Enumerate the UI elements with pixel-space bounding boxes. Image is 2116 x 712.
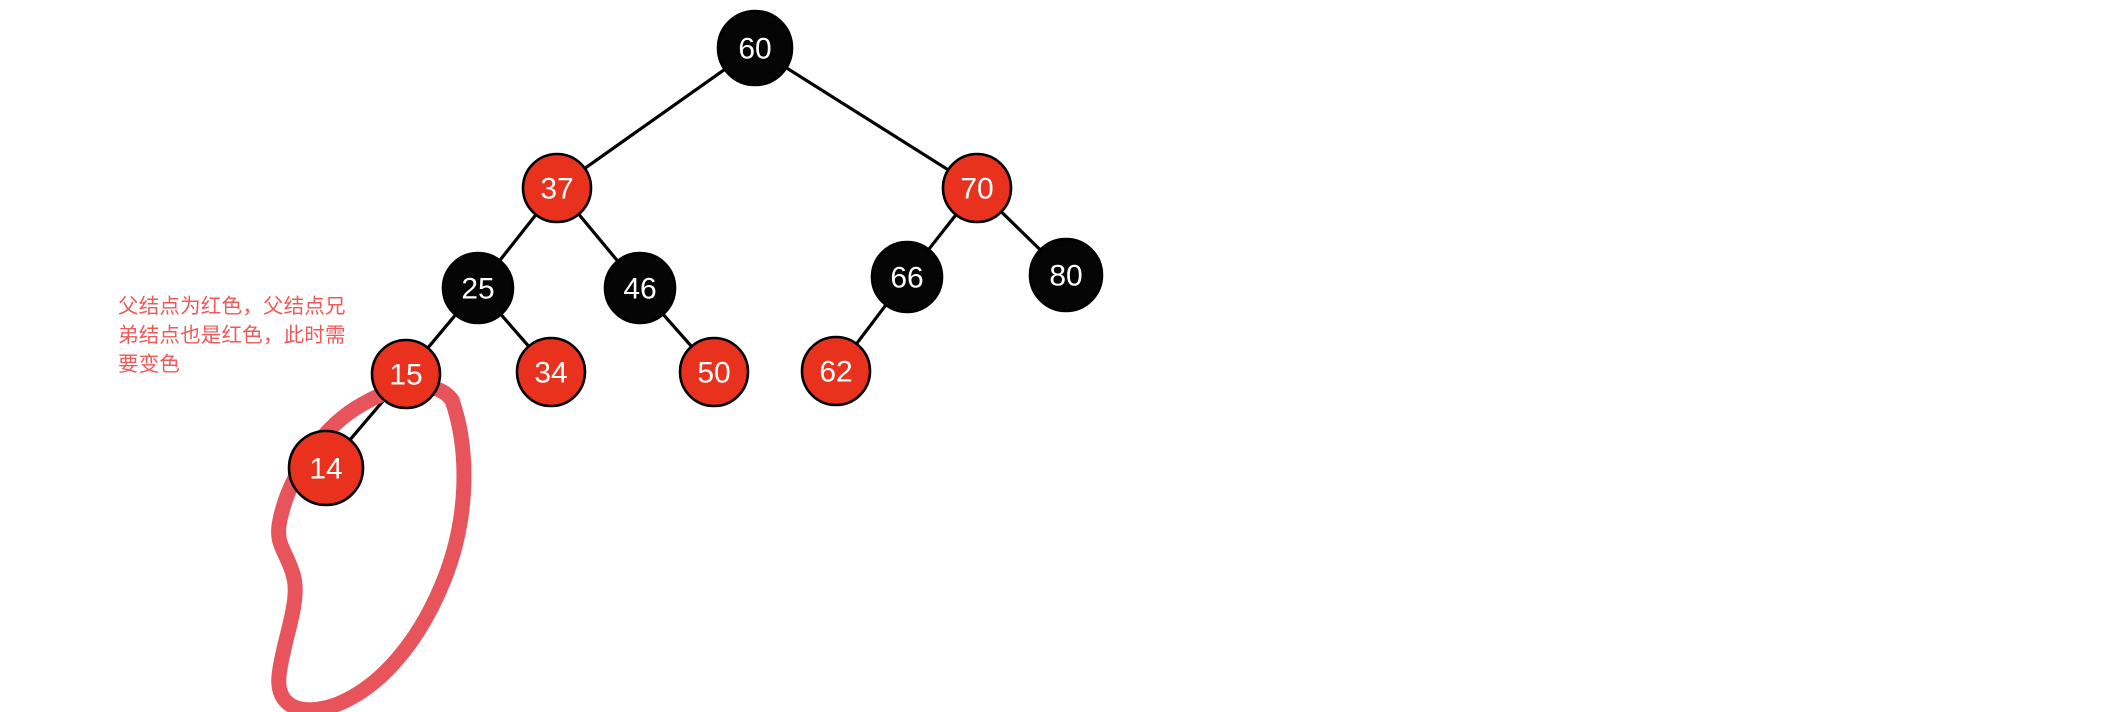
tree-node-70[interactable]: 70 [941, 152, 1013, 224]
node-label-60: 60 [738, 33, 771, 66]
node-label-14: 14 [309, 453, 342, 486]
tree-node-25[interactable]: 25 [441, 251, 515, 325]
tree-edge-60-37 [581, 66, 729, 172]
tree-edge-70-66 [925, 211, 959, 253]
tree-node-50[interactable]: 50 [678, 336, 750, 408]
tree-edge-37-25 [496, 211, 539, 264]
node-circle-46 [603, 251, 677, 325]
tree-node-60[interactable]: 60 [716, 9, 794, 87]
node-label-50: 50 [697, 357, 730, 390]
tree-edge-66-62 [853, 301, 889, 348]
node-circle-80 [1028, 237, 1104, 313]
tree-node-46[interactable]: 46 [603, 251, 677, 325]
node-circle-66 [870, 240, 944, 314]
node-label-70: 70 [960, 173, 993, 206]
tree-edge-70-80 [998, 208, 1044, 253]
highlight-ellipse [271, 378, 472, 712]
node-label-15: 15 [389, 359, 422, 392]
node-label-66: 66 [890, 262, 923, 295]
node-label-34: 34 [534, 357, 567, 390]
tree-edge-25-15 [424, 311, 459, 352]
tree-node-62[interactable]: 62 [800, 335, 872, 407]
node-label-62: 62 [819, 356, 852, 389]
tree-node-37[interactable]: 37 [521, 152, 593, 224]
node-circle-62 [800, 335, 872, 407]
tree-node-80[interactable]: 80 [1028, 237, 1104, 313]
node-label-46: 46 [623, 273, 656, 306]
node-circle-34 [515, 336, 587, 408]
node-circle-37 [521, 152, 593, 224]
node-circle-50 [678, 336, 750, 408]
tree-edge-46-50 [660, 311, 695, 350]
tree-edge-25-34 [498, 311, 532, 350]
tree-edge-15-14 [347, 396, 387, 443]
node-circle-70 [941, 152, 1013, 224]
node-circle-60 [716, 9, 794, 87]
node-circle-25 [441, 251, 515, 325]
highlight-layer [271, 378, 472, 712]
node-label-80: 80 [1049, 260, 1082, 293]
node-circle-14 [287, 429, 365, 507]
node-label-37: 37 [540, 173, 573, 206]
tree-node-15[interactable]: 15 [370, 338, 442, 410]
tree-edge-60-70 [783, 65, 952, 173]
nodes-layer: 60 37 70 25 46 66 80 15 34 50 62 14 [287, 9, 1104, 507]
tree-node-34[interactable]: 34 [515, 336, 587, 408]
tree-edge-37-46 [575, 211, 621, 265]
edges-layer [347, 65, 1044, 443]
tree-node-66[interactable]: 66 [870, 240, 944, 314]
tree-node-14[interactable]: 14 [287, 429, 365, 507]
annotation-note: 父结点为红色，父结点兄弟结点也是红色，此时需要变色 [118, 295, 346, 377]
node-circle-15 [370, 338, 442, 410]
node-label-25: 25 [461, 273, 494, 306]
